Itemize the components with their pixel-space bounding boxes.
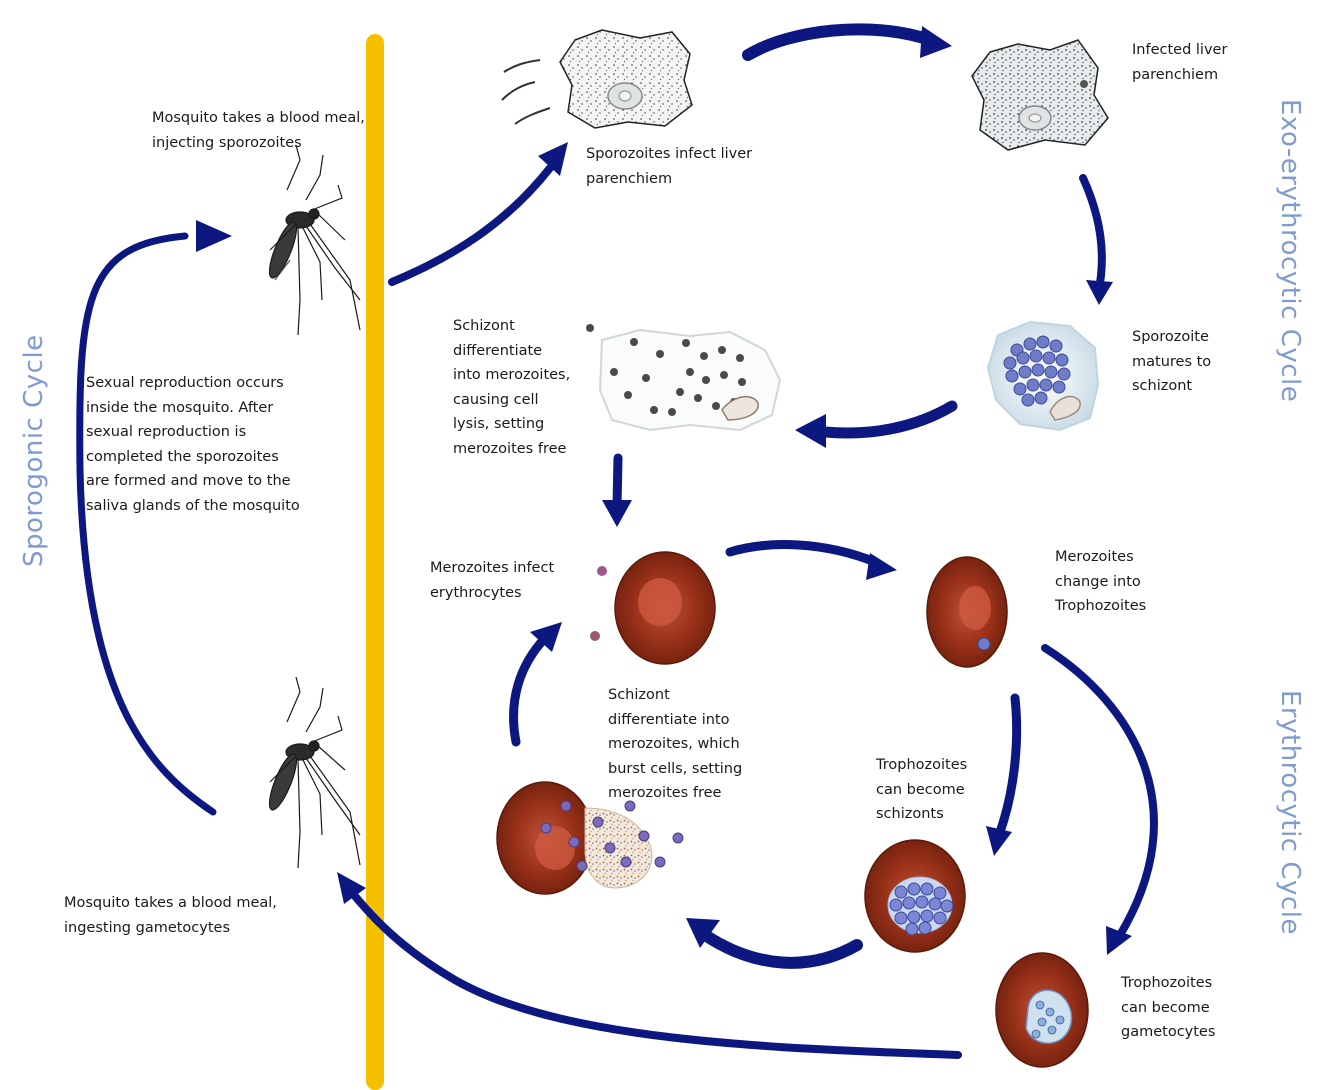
- label-schizont-liver: Schizont differentiate into merozoites, …: [453, 314, 570, 461]
- arrow-liver-infected: [748, 29, 930, 55]
- arrow-injection-to-liver: [392, 168, 550, 282]
- arrowhead-rbc: [602, 500, 632, 527]
- arrow-burst-to-rbc: [514, 638, 545, 742]
- arrow-lysis-to-rbc: [617, 458, 618, 505]
- label-schizont-rbc: Schizont differentiate into merozoites, …: [608, 683, 742, 806]
- rbc-schizont: [865, 840, 965, 952]
- label-trophozoites-gametocytes: Trophozoites can become gametocytes: [1121, 971, 1215, 1045]
- arrow-infected-to-schizont: [1083, 178, 1102, 283]
- skin-barrier: [366, 34, 384, 1090]
- arrowhead-lysis: [795, 414, 826, 448]
- arrow-schizont-to-burst: [705, 935, 857, 963]
- arrow-gametocyte-to-mosquito: [350, 890, 958, 1055]
- arrowhead-sporogonic: [196, 220, 232, 252]
- label-mosquito-ingest: Mosquito takes a blood meal, ingesting g…: [64, 891, 277, 940]
- mosquito-icon-top: [264, 145, 360, 335]
- arrow-sporogonic-cycle: [80, 236, 213, 812]
- rbc-trophozoite: [927, 557, 1007, 667]
- liver-cell-infected: [972, 40, 1108, 150]
- label-merozoites-change: Merozoites change into Trophozoites: [1055, 545, 1146, 619]
- title-exo-erythrocytic-cycle: Exo-erythrocytic Cycle: [1275, 99, 1305, 389]
- arrowhead-schizont-rbc: [986, 826, 1012, 856]
- liver-schizont: [988, 322, 1098, 430]
- arrow-trophozoite-to-schizont: [1000, 698, 1017, 832]
- arrow-rbc-to-trophozoite: [730, 545, 875, 562]
- label-sexual-reproduction: Sexual reproduction occurs inside the mo…: [86, 371, 300, 518]
- arrow-trophozoite-to-gametocyte: [1045, 648, 1154, 935]
- label-sporozoites-infect: Sporozoites infect liver parenchiem: [586, 142, 752, 191]
- mosquito-icon-bottom: [264, 677, 360, 868]
- label-merozoites-infect: Merozoites infect erythrocytes: [430, 556, 554, 605]
- liver-cell-uninfected: [560, 30, 692, 128]
- title-sporogonic-cycle: Sporogonic Cycle: [19, 359, 49, 567]
- arrowhead-liver: [538, 142, 568, 176]
- arrow-schizont-to-lysis: [825, 406, 952, 433]
- rbc-gametocyte: [996, 953, 1088, 1067]
- arrowhead-trophozoite: [866, 553, 897, 580]
- label-infected-liver: Infected liver parenchiem: [1132, 38, 1227, 87]
- liver-cell-lysis: [586, 324, 780, 430]
- label-mosquito-inject: Mosquito takes a blood meal, injecting s…: [152, 106, 365, 155]
- sporozoites: [502, 60, 550, 124]
- label-trophozoites-schizonts: Trophozoites can become schizonts: [876, 753, 967, 827]
- rbc-infected-merozoites: [590, 552, 715, 664]
- arrowhead-schizont: [1086, 280, 1113, 305]
- title-erythrocytic-cycle: Erythrocytic Cycle: [1275, 690, 1305, 930]
- label-sporozoite-matures: Sporozoite matures to schizont: [1132, 325, 1211, 399]
- arrowhead-infected: [920, 26, 952, 58]
